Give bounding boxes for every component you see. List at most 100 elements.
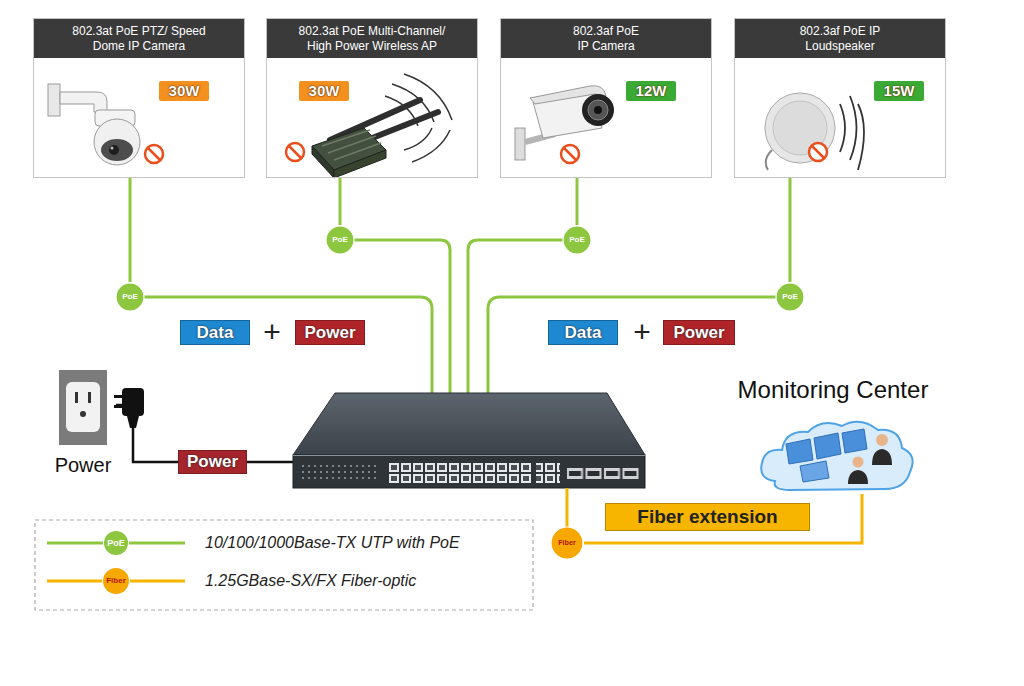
poe-marker: PoE [115, 282, 145, 312]
no-cable-icon [286, 143, 304, 161]
ptz-camera [48, 84, 140, 165]
legend-frame-part [35, 520, 533, 610]
no-cable-icon-part [812, 146, 824, 158]
fiber-extension-text: Fiber extension [614, 504, 801, 530]
poe-wire-part [142, 297, 432, 394]
wireless-ap-part [404, 128, 432, 150]
wattage-text: 15W [879, 81, 919, 101]
outlet-caption: Power [50, 454, 116, 477]
monitoring-cloud-part [876, 434, 888, 446]
plus-sign: + [258, 314, 286, 350]
power-tag: Power [178, 450, 247, 474]
no-cable-icon [561, 145, 579, 163]
panel-heading: 802.3af PoE IP Camera [501, 19, 711, 58]
marker-circle-fill [326, 226, 354, 254]
no-cable-icon-part [809, 143, 827, 161]
legend-fiber-marker: Fiber [103, 568, 129, 594]
monitoring-cloud-part [872, 449, 892, 465]
bullet-camera [515, 86, 614, 160]
no-cable-icon-part [561, 145, 579, 163]
no-cable-icon-part [145, 145, 163, 163]
ip-loudspeaker-part [840, 104, 845, 152]
poe-switch-part [566, 466, 640, 482]
plus-sign: + [628, 314, 656, 350]
bullet-camera-part [588, 100, 608, 120]
poe-switch-part [293, 455, 645, 456]
fiber-text: Fiber [550, 526, 584, 560]
monitoring-cloud [761, 422, 912, 490]
power-outlet-part [59, 370, 107, 445]
poe-wire [142, 240, 778, 394]
power-plug [114, 388, 144, 428]
data-text: Data [557, 321, 609, 344]
monitoring-cloud-part [786, 439, 813, 464]
monitoring-cloud-part [761, 422, 912, 490]
fiber-wire [567, 488, 568, 532]
wireless-ap-part [385, 96, 418, 126]
device-panel: 802.3at PoE PTZ/ Speed Dome IP Camera 30W [33, 18, 245, 178]
ptz-camera-part [109, 145, 119, 155]
wattage-text: 12W [631, 81, 671, 101]
cable-connector [339, 178, 342, 225]
no-cable-icon [809, 143, 827, 161]
no-cable-icon-part [286, 143, 304, 161]
no-cable-icon-part [148, 148, 160, 160]
wireless-ap-part [328, 136, 376, 153]
ip-loudspeaker [765, 93, 864, 170]
monitoring-cloud-part [848, 470, 868, 484]
bullet-camera-part [515, 128, 525, 160]
power-badge: 15W [874, 81, 924, 101]
fiber-marker: Fiber [550, 526, 584, 560]
data-tag: Data [548, 320, 618, 345]
power-outlet-part [75, 392, 78, 403]
panel-heading: 802.3at PoE PTZ/ Speed Dome IP Camera [34, 19, 244, 58]
marker-circle-fill [776, 283, 804, 311]
poe-marker: PoE [775, 282, 805, 312]
power-badge: 30W [299, 81, 349, 101]
power-badge: 12W [626, 81, 676, 101]
poe-marker: PoE [562, 225, 592, 255]
poe-text: PoE [115, 282, 145, 312]
monitoring-cloud-part [842, 429, 867, 453]
ip-loudspeaker-part [850, 96, 857, 160]
no-cable-icon-part [289, 146, 301, 158]
power-tag: Power [663, 320, 735, 345]
no-cable-icon-part [564, 148, 576, 160]
legend-text: 10/100/1000Base-TX UTP with PoE [205, 533, 460, 553]
ptz-camera-part [111, 147, 114, 150]
poe-marker: PoE [325, 225, 355, 255]
ip-loudspeaker-part [858, 104, 864, 170]
ptz-camera-part [48, 84, 60, 116]
poe-text: PoE [562, 225, 592, 255]
wireless-ap-part [412, 130, 450, 162]
monitoring-center: Monitoring Center [728, 376, 938, 494]
power-outlet-part [80, 411, 86, 417]
no-cable-icon [145, 145, 163, 163]
power-badge: 30W [159, 81, 209, 101]
poe-switch-part [293, 455, 645, 488]
device-panel: 802.3af PoE IP Camera 12W [500, 18, 712, 178]
poe-switch-part [300, 463, 380, 481]
legend-poe-marker: PoE [104, 531, 128, 555]
marker-circle-fill [551, 527, 583, 559]
data-tag: Data [180, 320, 250, 345]
fiber-extension-tag: Fiber extension [605, 503, 810, 531]
poe-switch-part [293, 393, 645, 455]
ip-loudspeaker-part [765, 93, 835, 163]
panel-heading: 802.3af PoE IP Loudspeaker [735, 19, 945, 58]
power-tag: Power [295, 320, 365, 345]
poe-wire-part [352, 240, 450, 394]
device-panel: 802.3at PoE Multi-Channel/ High Power Wi… [266, 18, 478, 178]
ptz-camera-part [60, 92, 107, 112]
marker-circle-fill [116, 283, 144, 311]
wireless-ap-part [404, 74, 452, 120]
marker-circle-fill [563, 226, 591, 254]
monitoring-cloud-part [853, 457, 864, 468]
poe-text: PoE [775, 282, 805, 312]
fiber-wire-part [566, 488, 569, 532]
poe-wire-part [488, 297, 778, 394]
power-outlet-part [88, 392, 91, 403]
legend-frame [35, 520, 533, 610]
